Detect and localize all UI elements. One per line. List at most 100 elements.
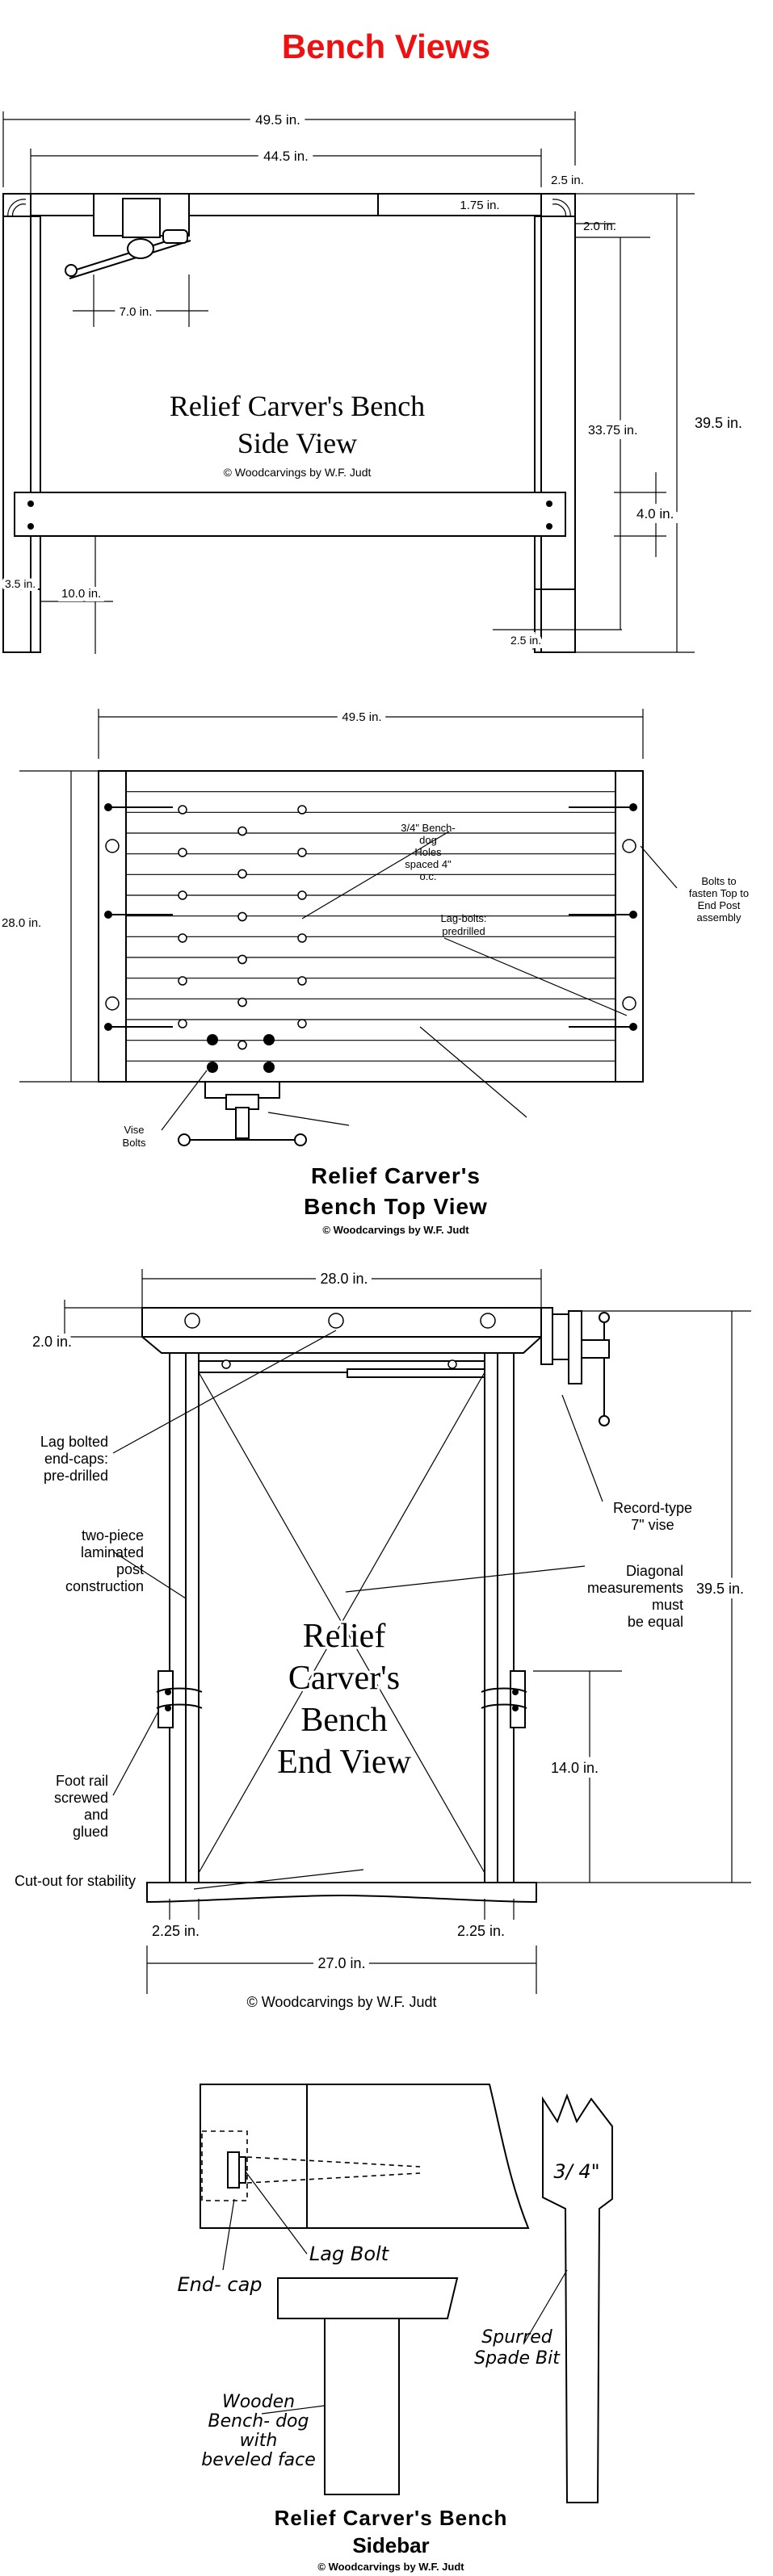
diagonal-label: Diagonal measurements must be equal	[587, 1563, 683, 1630]
side-dim-inner: 44.5 in.	[30, 143, 542, 194]
bench-dog-hole	[297, 890, 307, 900]
record-vise-label: Record-type 7" vise	[613, 1500, 692, 1533]
end-view: 28.0 in.	[15, 1266, 751, 2010]
dim-label: 2.0 in.	[583, 220, 616, 233]
sidebar-title: Relief Carver's Bench	[275, 2506, 508, 2530]
lag-bolts-label: Lag-bolts: predrilled	[440, 912, 486, 937]
end-view-base	[146, 1882, 537, 1904]
copyright: © Woodcarvings by W.F. Judt	[246, 1994, 436, 2010]
svg-text:measurements: measurements	[587, 1580, 683, 1596]
bench-dog-label: 3/4" Bench- dog Holes spaced 4" o.c.	[401, 822, 456, 882]
bench-dog-head	[277, 2277, 459, 2319]
dim-label: 2.25 in.	[152, 1923, 200, 1939]
svg-text:Spade Bit: Spade Bit	[474, 2348, 561, 2369]
dim-label: 3.5 in.	[5, 577, 36, 590]
svg-text:beveled face: beveled face	[201, 2450, 316, 2470]
dim-label: 49.5 in.	[342, 710, 381, 724]
bench-dog-hole	[178, 848, 187, 857]
svg-text:Bolts: Bolts	[123, 1137, 146, 1149]
svg-text:Bolts to: Bolts to	[701, 875, 736, 887]
svg-text:Bench- dog: Bench- dog	[208, 2411, 309, 2431]
svg-text:Wooden: Wooden	[222, 2392, 295, 2412]
svg-text:construction: construction	[65, 1578, 144, 1594]
bench-dog-hole	[297, 848, 307, 857]
wooden-bench-dog-label: Wooden Bench- dog with beveled face	[201, 2392, 316, 2470]
side-view: 49.5 in. 44.5 in. 2.5 in. 1.75 in.	[2, 107, 742, 654]
end-view-title: Bench	[300, 1702, 387, 1739]
top-view: 49.5 in. 28.0 in.	[0, 706, 749, 1236]
svg-text:Vise: Vise	[124, 1124, 144, 1136]
copyright: © Woodcarvings by W.F. Judt	[224, 466, 372, 479]
copyright: © Woodcarvings by W.F. Judt	[322, 1224, 469, 1236]
svg-text:and: and	[84, 1807, 108, 1823]
bench-top-plan	[98, 770, 644, 1083]
dim-label: 2.5 in.	[510, 634, 541, 647]
svg-text:dog: dog	[419, 834, 437, 846]
bench-dog-hole	[178, 890, 187, 900]
dim-label: 2.25 in.	[457, 1923, 505, 1939]
dim-label: 10.0 in.	[61, 587, 101, 601]
end-cap-label: End- cap	[177, 2273, 262, 2296]
bench-dog-hole	[237, 826, 247, 836]
svg-text:glued: glued	[73, 1824, 108, 1840]
lag-bolted-label: Lag bolted end-caps: pre-drilled	[40, 1434, 108, 1484]
bench-dog-hole	[297, 976, 307, 986]
bench-dog-holes	[178, 805, 307, 1050]
dim-label: 27.0 in.	[317, 1955, 365, 1971]
svg-text:laminated: laminated	[81, 1544, 144, 1560]
svg-text:Lag bolted: Lag bolted	[40, 1434, 108, 1450]
dim-label: 2.5 in.	[551, 174, 584, 187]
top-view-title: Relief Carver's	[311, 1163, 481, 1188]
side-dim-vise: 7.0 in.	[73, 274, 208, 327]
bench-dog-hole	[297, 1019, 307, 1028]
bolts-label: Bolts to fasten Top to End Post assembly	[689, 875, 749, 924]
end-view-title: End View	[277, 1744, 412, 1781]
side-stretcher	[14, 492, 566, 537]
svg-text:predrilled: predrilled	[442, 925, 485, 937]
spade-bit	[542, 2093, 613, 2503]
svg-text:two-piece: two-piece	[82, 1527, 144, 1544]
lag-bolt-label: Lag Bolt	[309, 2243, 390, 2265]
lag-bolts	[104, 803, 637, 1031]
dim-label: 39.5 in.	[696, 1581, 744, 1597]
svg-text:Lag-bolts:: Lag-bolts:	[440, 912, 486, 924]
page-title: Bench Views	[282, 27, 490, 65]
dim-label: 2.0 in.	[32, 1334, 72, 1350]
side-vise	[65, 193, 191, 279]
side-view-title: Relief Carver's Bench	[170, 390, 425, 422]
svg-text:assembly: assembly	[697, 911, 741, 924]
bench-dog-hole	[237, 954, 247, 965]
spade-size-label: 3/ 4"	[553, 2160, 599, 2183]
spade-bit-label: Spurred Spade Bit	[474, 2327, 561, 2369]
svg-text:with: with	[240, 2431, 278, 2451]
svg-text:7" vise: 7" vise	[631, 1517, 674, 1533]
svg-text:screwed: screwed	[54, 1790, 108, 1806]
svg-text:be equal: be equal	[628, 1614, 683, 1630]
dim-label: 7.0 in.	[120, 305, 153, 319]
svg-text:Record-type: Record-type	[613, 1500, 692, 1516]
bench-dog-hole	[237, 1040, 247, 1050]
end-vise	[540, 1307, 610, 1426]
end-cap-plan-right	[615, 770, 644, 1083]
post-left	[169, 1352, 187, 1883]
top-view-subtitle: Bench Top View	[304, 1194, 488, 1219]
dim-label: 49.5 in.	[255, 112, 300, 128]
dim-label: 28.0 in.	[2, 916, 41, 930]
dim-label: 33.75 in.	[588, 424, 637, 438]
svg-text:o.c.: o.c.	[420, 870, 437, 882]
top-planks	[126, 791, 615, 1062]
sidebar-view: Lag Bolt End- cap Wooden Bench- dog with…	[177, 2084, 613, 2573]
end-view-title: Carver's	[288, 1660, 400, 1697]
leg-left	[2, 216, 41, 653]
svg-text:pre-drilled: pre-drilled	[44, 1468, 108, 1484]
cutout-label: Cut-out for stability	[15, 1873, 136, 1889]
end-cap-plan-left	[98, 770, 127, 1083]
svg-text:end-caps:: end-caps:	[44, 1451, 108, 1467]
bench-dog-hole	[237, 997, 247, 1007]
bench-dog-shaft	[324, 2318, 400, 2495]
svg-text:End Post: End Post	[698, 899, 741, 911]
svg-text:Holes: Holes	[414, 846, 442, 858]
bench-dog-hole	[237, 911, 247, 922]
